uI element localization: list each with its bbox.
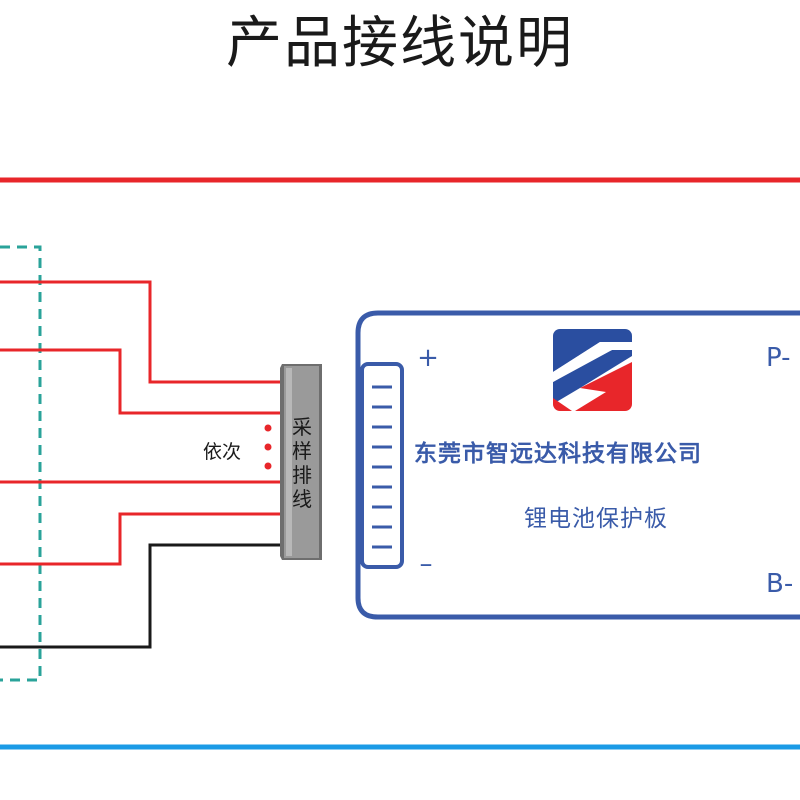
company-name: 东莞市智远达科技有限公司 <box>414 440 702 467</box>
b-terminal-label: B- <box>766 569 793 599</box>
ground-wire <box>0 543 282 649</box>
sequence-label: 依次 <box>203 441 241 463</box>
page-title: 产品接线说明 <box>226 11 574 76</box>
balance-wire-1 <box>0 280 282 384</box>
balance-wire-4 <box>0 512 282 566</box>
company-logo-icon <box>553 329 632 411</box>
connector-label-3: 线 <box>292 487 312 511</box>
protection-board-outline <box>355 310 800 620</box>
connector-label-1: 样 <box>292 439 312 463</box>
plus-label: + <box>417 343 439 373</box>
battery-pack-outline <box>0 245 42 682</box>
minus-label: – <box>420 549 433 579</box>
ellipsis-vertical-icon <box>264 424 272 470</box>
connector-label-0: 采 <box>292 415 312 439</box>
balance-wire-2 <box>0 348 282 415</box>
board-socket <box>360 362 404 569</box>
sampling-connector: 采 样 排 线 <box>280 364 322 560</box>
p-terminal-label: P- <box>766 343 791 373</box>
product-name: 锂电池保护板 <box>524 506 668 532</box>
connector-label-2: 排 <box>292 463 312 487</box>
